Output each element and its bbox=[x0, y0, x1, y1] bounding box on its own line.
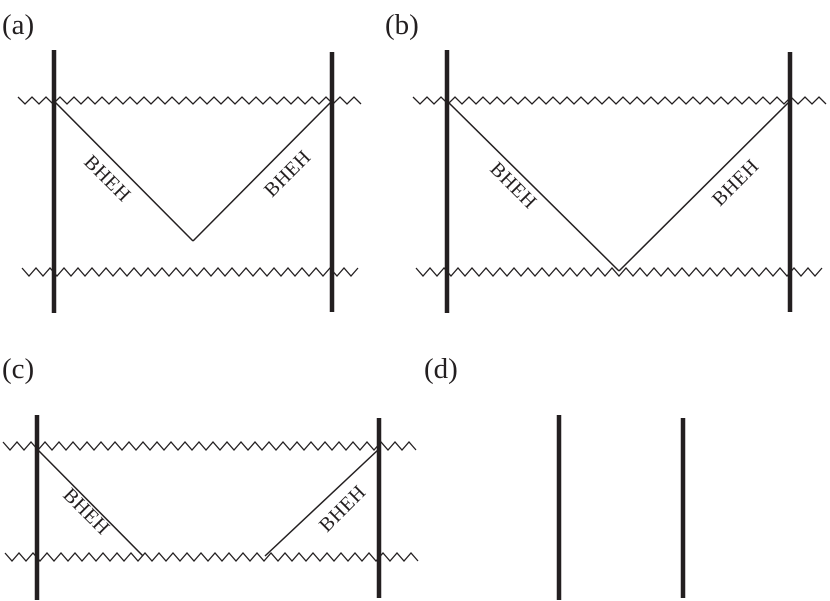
event-horizon-right-a bbox=[192, 100, 333, 242]
singularity-top-b bbox=[412, 96, 827, 105]
bheh-label-right-c: BHEH bbox=[315, 481, 370, 536]
singularity-top-c bbox=[2, 441, 417, 451]
panel-label-c: (c) bbox=[2, 353, 34, 385]
panel-a: (a) BHEH BHEH bbox=[2, 9, 362, 313]
panel-label-a: (a) bbox=[2, 9, 34, 41]
singularity-bottom-a bbox=[21, 267, 359, 277]
event-horizon-left-c bbox=[36, 448, 144, 557]
panel-c: (c) BHEH BHEH bbox=[2, 353, 419, 600]
singularity-bottom-b bbox=[415, 267, 823, 277]
panel-b: (b) BHEH BHEH bbox=[385, 9, 827, 313]
bheh-label-left-a: BHEH bbox=[80, 151, 135, 206]
panel-label-d: (d) bbox=[424, 353, 458, 385]
singularity-bottom-c bbox=[4, 552, 419, 562]
panel-d: (d) bbox=[424, 353, 686, 600]
event-horizon-right-c bbox=[264, 448, 380, 557]
event-horizon-left-a bbox=[53, 100, 194, 242]
event-horizon-left-b bbox=[446, 100, 620, 272]
bheh-label-right-b: BHEH bbox=[708, 155, 763, 210]
singularity-top-a bbox=[17, 96, 362, 105]
panel-label-b: (b) bbox=[385, 9, 419, 41]
bheh-label-right-a: BHEH bbox=[260, 146, 315, 201]
bheh-label-left-c: BHEH bbox=[59, 484, 114, 539]
event-horizon-right-b bbox=[618, 100, 791, 272]
